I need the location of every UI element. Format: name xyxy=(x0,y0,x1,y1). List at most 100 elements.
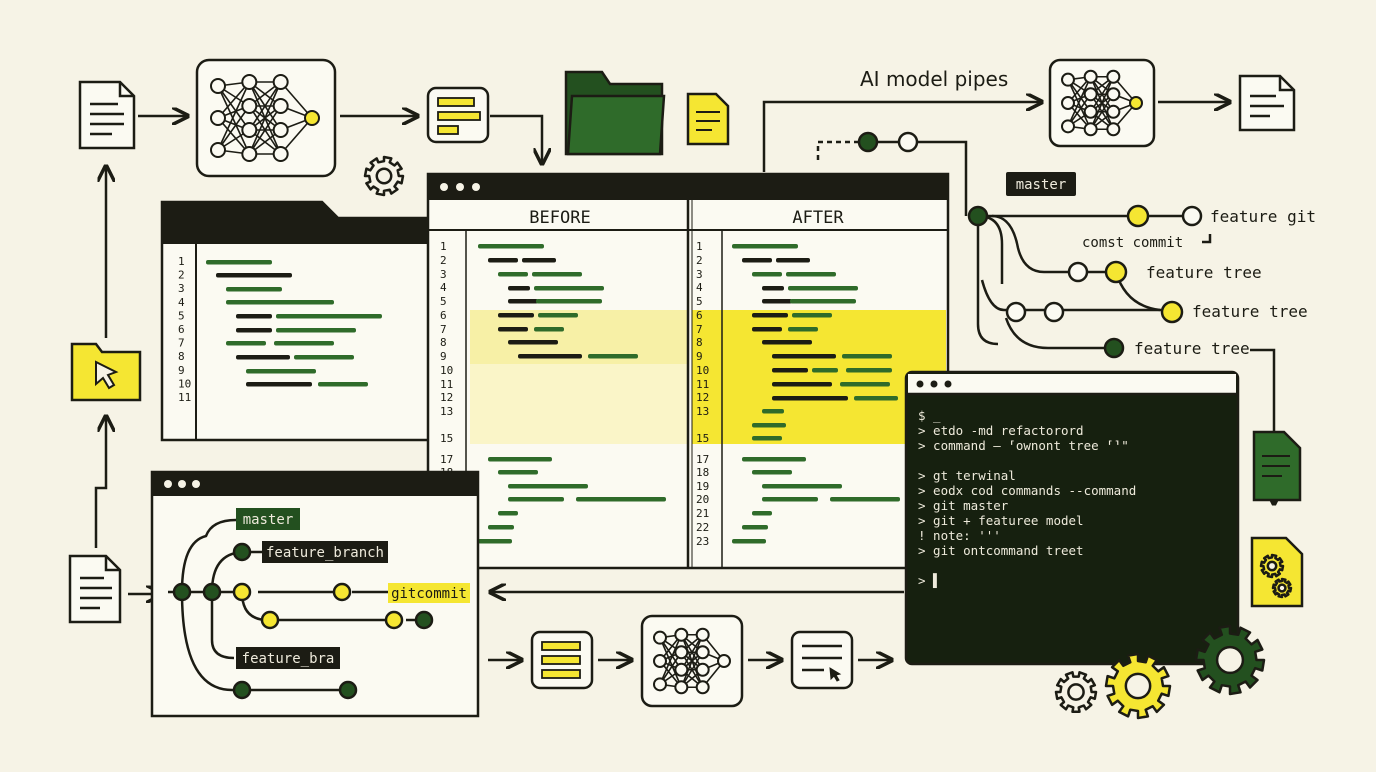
gear-document-icon xyxy=(1250,536,1304,608)
line-number: 1 xyxy=(696,240,703,253)
nn-node xyxy=(241,122,258,138)
nn-edge xyxy=(659,634,683,685)
nn-edge xyxy=(1067,79,1092,130)
nn-node xyxy=(1106,69,1121,84)
commit-node xyxy=(202,582,222,602)
line-number: 10 xyxy=(696,364,709,377)
git-graph-right xyxy=(816,140,1274,502)
line-number: 9 xyxy=(696,350,703,363)
nn-node xyxy=(304,110,320,126)
nn-node xyxy=(1083,69,1098,84)
line-number: 19 xyxy=(696,480,709,493)
line-number: 5 xyxy=(178,309,185,322)
commit-node xyxy=(338,680,358,700)
line-number: 2 xyxy=(696,254,703,267)
nn-node xyxy=(1106,122,1121,137)
code-line-bar xyxy=(236,328,272,333)
code-line-bar xyxy=(226,341,266,346)
line-number: 5 xyxy=(696,295,703,308)
line-number: 2 xyxy=(440,254,447,267)
code-line-bar xyxy=(854,396,898,401)
nn-node xyxy=(1061,96,1075,110)
flow-arrow xyxy=(490,114,542,162)
line-number: 2 xyxy=(178,269,185,282)
code-line-bar xyxy=(812,368,838,373)
green-document-icon xyxy=(1252,430,1302,502)
code-line-bar xyxy=(508,286,530,291)
diagram-title: AI model pipes xyxy=(860,67,1008,91)
nn-node xyxy=(1083,87,1098,102)
commit-node xyxy=(384,610,404,630)
line-number: 7 xyxy=(696,323,703,336)
code-line-bar xyxy=(318,382,368,387)
line-number: 7 xyxy=(440,323,447,336)
code-line-bar xyxy=(226,300,334,305)
code-line-bar xyxy=(772,354,836,359)
feature-tree-label-2: feature tree xyxy=(1192,302,1308,321)
nn-node xyxy=(1083,104,1098,119)
code-line-bar xyxy=(772,382,832,387)
code-line-bar xyxy=(742,258,772,263)
nn-node xyxy=(653,654,667,668)
code-line-bar xyxy=(498,327,528,332)
line-number: 3 xyxy=(696,268,703,281)
code-line-bar xyxy=(534,286,604,291)
code-line-bar xyxy=(752,272,782,277)
top-flow xyxy=(78,58,542,197)
code-line-bar xyxy=(752,470,792,475)
nn-edge xyxy=(659,637,683,688)
folder-icon xyxy=(564,70,666,156)
cursor-folder-icon xyxy=(70,342,142,402)
master-tag xyxy=(236,508,300,530)
code-line-bar xyxy=(498,470,538,475)
commit-node xyxy=(232,542,252,562)
code-line-bar xyxy=(752,313,788,318)
commit-node xyxy=(857,131,879,153)
form-icon xyxy=(426,86,490,144)
code-line-bar xyxy=(742,525,768,530)
window-dot xyxy=(944,380,952,388)
nn-node xyxy=(241,98,258,114)
terminal-line: > git ontcommand treet xyxy=(918,543,1084,558)
nn-node xyxy=(653,630,667,645)
nn-edge xyxy=(217,81,251,151)
nn-edge xyxy=(248,105,282,155)
code-line-bar xyxy=(508,497,564,502)
nn-node xyxy=(695,627,710,642)
commit-node xyxy=(1067,261,1089,283)
terminal-window: $ _> etdo -md refactorord> command – ⸢ow… xyxy=(904,370,1240,666)
nn-node xyxy=(1083,122,1098,137)
gear-hole xyxy=(1215,645,1245,675)
code-line-bar xyxy=(246,382,312,387)
code-line-bar xyxy=(274,341,334,346)
code-line-bar xyxy=(742,457,806,462)
nn-node xyxy=(1129,96,1143,110)
nn-node xyxy=(717,654,731,668)
code-line-bar xyxy=(226,287,282,292)
document-icon xyxy=(78,80,136,150)
line-number: 11 xyxy=(178,391,191,404)
master-label: master xyxy=(243,512,294,528)
code-line-bar xyxy=(508,340,558,345)
code-line-bar xyxy=(792,313,832,318)
code-line-bar xyxy=(236,314,272,319)
neural-network-icon xyxy=(195,58,337,178)
nn-node xyxy=(695,680,710,695)
nn-node xyxy=(210,78,226,94)
code-line-bar xyxy=(576,497,666,502)
diff-window: BEFORE AFTER 123456789101112131517181920… xyxy=(426,172,950,570)
code-line-bar xyxy=(842,354,892,359)
terminal-line: > gt terwinal xyxy=(918,468,1016,483)
code-line-bar xyxy=(786,272,836,277)
code-line-bar xyxy=(732,539,766,544)
code-line-bar xyxy=(206,260,272,265)
line-number: 4 xyxy=(178,296,185,309)
nn-node xyxy=(1061,72,1075,87)
window-dot xyxy=(440,183,448,191)
commit-node xyxy=(260,610,280,630)
terminal-line: > git master xyxy=(918,498,1009,513)
line-number: 8 xyxy=(178,350,185,363)
code-line-bar xyxy=(246,369,316,374)
code-line-bar xyxy=(488,457,552,462)
line-number: 21 xyxy=(696,507,709,520)
